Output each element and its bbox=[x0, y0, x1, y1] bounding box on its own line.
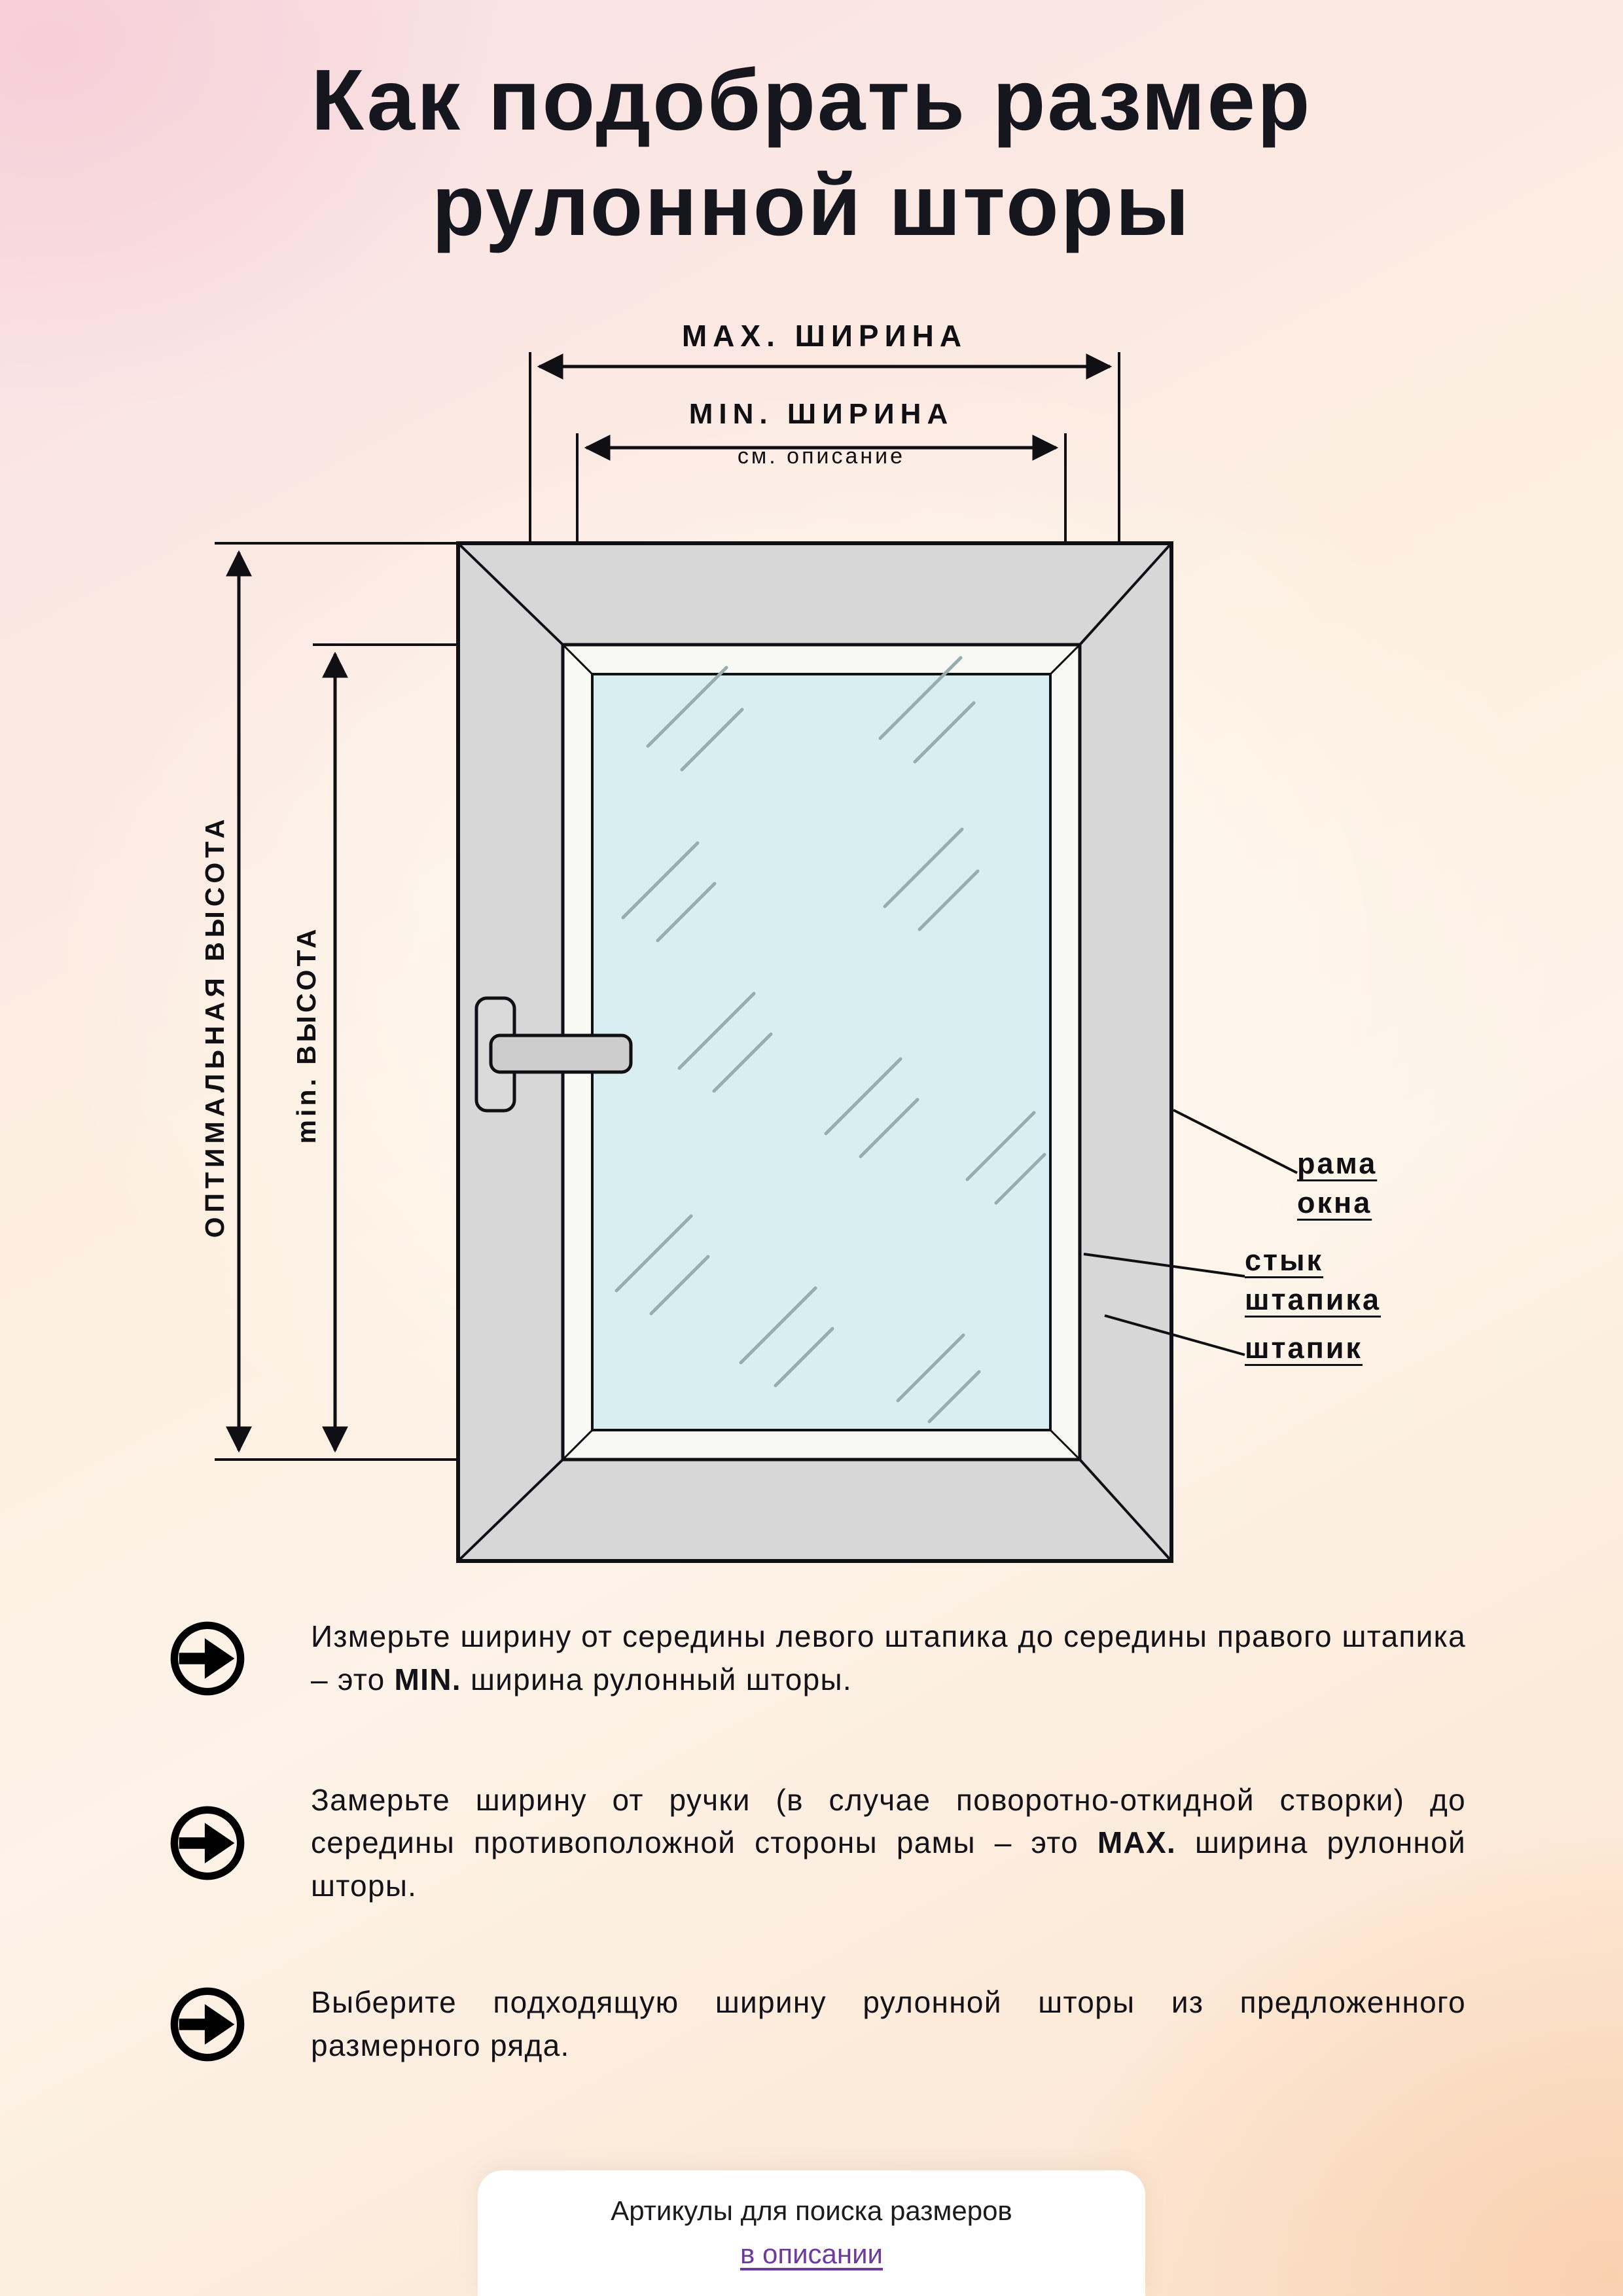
steps-section: Измерьте ширину от середины левого штапи… bbox=[167, 1615, 1466, 2067]
min-width-note: см. описание bbox=[737, 444, 906, 469]
bead-joint-callout-line2: штапика bbox=[1245, 1283, 1381, 1316]
frame-callout-line1: рама bbox=[1297, 1147, 1378, 1180]
bead-callout-label: штапик bbox=[1245, 1331, 1363, 1365]
arrow-right-circle-icon bbox=[167, 1618, 248, 1699]
max-width-label: MAX. ШИРИНА bbox=[681, 319, 968, 353]
title-line-2: рулонной шторы bbox=[431, 157, 1192, 254]
step-text: Замерьте ширину от ручки (в случае повор… bbox=[311, 1782, 1466, 1903]
page-title: Как подобрать размер рулонной шторы bbox=[0, 47, 1623, 258]
window-glass bbox=[591, 673, 1052, 1431]
step-item-3: Выберите подходящую ширину рулонной штор… bbox=[167, 1981, 1466, 2068]
footer-caption: Артикулы для поиска размеров bbox=[611, 2195, 1012, 2226]
step-text: Измерьте ширину от середины левого штапи… bbox=[311, 1619, 1466, 1696]
bead-joint-callout-label: стык штапика bbox=[1245, 1244, 1381, 1317]
bead-joint-callout-line1: стык bbox=[1245, 1244, 1324, 1277]
min-height-label: min. ВЫСОТА bbox=[291, 925, 321, 1144]
frame-callout-line bbox=[1173, 1109, 1298, 1174]
window-diagram: MAX. ШИРИНА MIN. ШИРИНА см. описание ОПТ… bbox=[0, 288, 1623, 1623]
step-text: Выберите подходящую ширину рулонной штор… bbox=[311, 1984, 1466, 2062]
bead-callout-text: штапик bbox=[1245, 1331, 1363, 1365]
frame-callout-label: рама окна bbox=[1297, 1147, 1377, 1220]
footer-description-link[interactable]: в описании bbox=[740, 2238, 883, 2269]
title-line-1: Как подобрать размер bbox=[311, 52, 1312, 148]
bead-callout-line bbox=[1104, 1314, 1245, 1356]
optimal-height-dimension bbox=[215, 542, 467, 1461]
step-item-2: Замерьте ширину от ручки (в случае повор… bbox=[167, 1779, 1466, 1908]
glass-reflections bbox=[615, 656, 1046, 1424]
callout-lines bbox=[1083, 1109, 1298, 1356]
min-width-label: MIN. ШИРИНА bbox=[688, 398, 954, 430]
optimal-height-label: ОПТИМАЛЬНАЯ ВЫСОТА bbox=[200, 814, 230, 1238]
step-item-1: Измерьте ширину от середины левого штапи… bbox=[167, 1615, 1466, 1702]
frame-callout-line2: окна bbox=[1297, 1186, 1372, 1219]
diagram-canvas bbox=[215, 352, 1298, 1563]
window-handle bbox=[474, 996, 633, 1113]
arrow-right-circle-icon bbox=[167, 1984, 248, 2065]
arrow-right-circle-icon bbox=[167, 1803, 248, 1884]
footer-card: Артикулы для поиска размеров в описании bbox=[478, 2170, 1145, 2296]
bead-joint-callout-line bbox=[1083, 1253, 1245, 1278]
